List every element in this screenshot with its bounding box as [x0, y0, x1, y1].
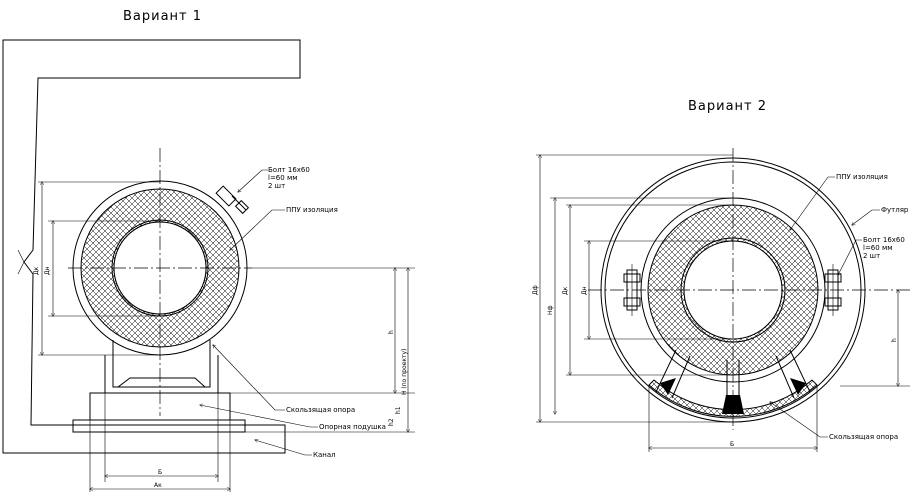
bolt-leader-2 [838, 239, 862, 275]
insulation-leader-2 [790, 176, 835, 230]
dim-h2: h2 [388, 418, 395, 426]
variant-1: Вариант 1 Дк Дн [2, 9, 415, 492]
support-pad-leader [200, 405, 318, 428]
sliding-support-label-2: Скользящая опора [829, 433, 898, 441]
channel-wall [2, 39, 301, 454]
dim-h1: h1 [395, 406, 402, 414]
casing-label: Футляр [881, 206, 909, 214]
variant-2: Вариант 2 [532, 99, 910, 452]
dim-dk: Дк [33, 266, 40, 275]
channel-leader [255, 440, 312, 456]
bolt-assembly [215, 185, 250, 215]
sliding-support-web [112, 340, 211, 388]
dim-h: h [388, 330, 395, 334]
bolt2-line-3: 2 шт [863, 252, 880, 260]
support-weld-left [660, 378, 676, 395]
dim-df: Дф [532, 285, 539, 295]
dim-b-2: Б [730, 441, 734, 448]
sliding-support-leader [213, 345, 285, 411]
insulation-leader [230, 209, 285, 250]
sliding-support-body [104, 355, 219, 394]
bolt-line-1: Болт 16х60 [268, 166, 310, 174]
bolt2-line-1: Болт 16х60 [863, 236, 905, 244]
sliding-support-segment [648, 379, 818, 417]
support-pad-label: Опорная подушка [319, 423, 386, 431]
dim-dn-2: Дн [581, 286, 588, 295]
insulation-label: ППУ изоляция [286, 206, 338, 214]
bolt-line-3: 2 шт [268, 182, 285, 190]
variant-2-title: Вариант 2 [688, 99, 767, 114]
bolt-line-2: l=60 мм [268, 174, 298, 182]
sliding-support-label: Скользящая опора [286, 406, 355, 414]
dim-hf: Hф [547, 305, 554, 315]
support-ribs [655, 349, 811, 399]
bolt2-line-2: l=60 мм [863, 244, 893, 252]
sliding-support-saddle [117, 377, 206, 388]
sliding-support-leader-2 [770, 402, 828, 438]
insulation-label-2: ППУ изоляция [836, 173, 888, 181]
dim-h-project: H (по проекту) [401, 349, 408, 395]
wall-break [17, 249, 25, 275]
variant-1-title: Вариант 1 [123, 9, 202, 24]
dim-b: Б [158, 469, 162, 476]
dim-ak: Ак [154, 482, 162, 489]
bolt-leader [238, 169, 268, 192]
casing-leader [852, 209, 880, 225]
support-weld-right [790, 378, 806, 395]
dim-h-2: h [891, 338, 898, 342]
dim-dn: Дн [44, 266, 51, 275]
dim-dk-2: Дк [562, 286, 569, 295]
channel-label: Канал [313, 451, 336, 459]
channel-floor-slab [72, 419, 246, 433]
